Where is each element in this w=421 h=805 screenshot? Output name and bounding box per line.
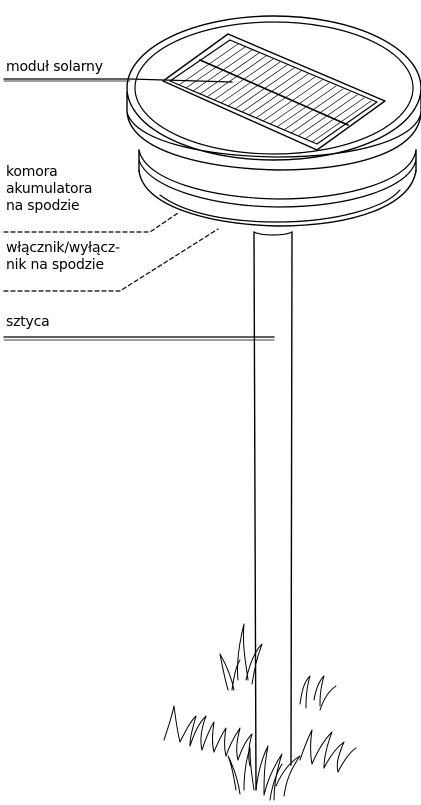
leader-on-off-switch xyxy=(3,228,219,292)
lamp-base-ring xyxy=(138,169,417,227)
leader-lines xyxy=(3,78,275,341)
leader-battery-compartment xyxy=(3,212,179,233)
lamp-base-ring-inner xyxy=(159,189,401,223)
stake-pole xyxy=(253,231,293,791)
grass xyxy=(163,623,357,801)
label-stake: sztyca xyxy=(6,314,50,330)
label-on-off-switch: włącznik/wyłącz- nik na spodzie xyxy=(6,240,120,273)
lamp-head xyxy=(126,15,421,227)
solar-panel xyxy=(162,33,386,151)
lamp-lid-top xyxy=(126,15,421,161)
lamp-body-band xyxy=(138,149,417,200)
leader-solar-module xyxy=(3,78,233,83)
lamp-lid-rim xyxy=(126,91,421,171)
label-solar-module: moduł solarny xyxy=(6,59,103,75)
label-battery-compartment: komora akumulatora na spodzie xyxy=(6,164,93,214)
